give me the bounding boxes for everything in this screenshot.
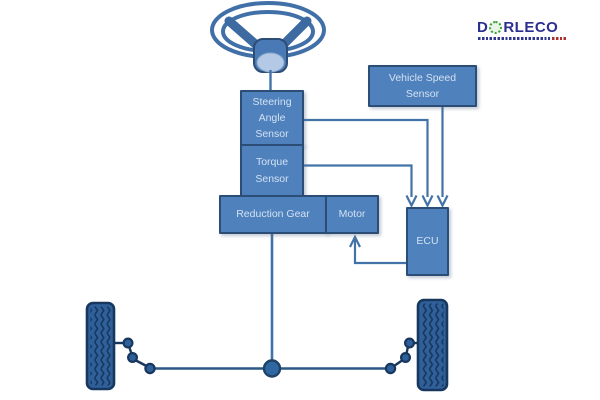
block-motor: Motor xyxy=(325,195,379,234)
arrow-up-icon xyxy=(349,234,361,248)
brand-logo: D RLECO xyxy=(477,20,587,40)
arrow-down-icon xyxy=(436,195,449,208)
right-tire-icon xyxy=(416,298,449,392)
arrow-down-icon xyxy=(405,195,418,208)
right-tie-rod xyxy=(384,337,418,375)
logo-letter-d: D xyxy=(477,19,489,36)
ball-joint-icon xyxy=(144,362,156,375)
tagline-text-strip xyxy=(478,37,550,40)
left-tie-rod xyxy=(114,337,156,375)
block-reduction-gear: Reduction Gear xyxy=(219,195,327,234)
sas-to-ecu-line xyxy=(304,118,434,208)
block-ecu: ECU xyxy=(406,207,449,276)
steering-column-end xyxy=(256,52,285,73)
ecu-to-motor-line xyxy=(349,234,406,265)
logo-tagline xyxy=(478,37,587,40)
block-torque-sensor: Torque Sensor xyxy=(240,144,304,197)
torque-to-ecu-line xyxy=(304,164,418,208)
block-steering-angle-sensor: Steering Angle Sensor xyxy=(240,90,304,146)
logo-letters-rleco: RLECO xyxy=(503,19,559,36)
arrow-down-icon xyxy=(421,195,434,208)
vss-to-ecu-line xyxy=(436,107,449,208)
left-tire-icon xyxy=(85,301,116,391)
block-vehicle-speed-sensor: Vehicle Speed Sensor xyxy=(368,65,477,107)
gear-icon xyxy=(489,21,503,34)
ball-joint-icon xyxy=(127,352,139,364)
ball-joint-icon xyxy=(404,337,416,349)
ball-joint-icon xyxy=(122,337,134,349)
steering-wheel-icon xyxy=(210,1,326,73)
ball-joint-icon xyxy=(400,352,412,364)
tagline-accent-strip xyxy=(552,37,566,40)
rack-pinion-joint-icon xyxy=(262,359,282,378)
ball-joint-icon xyxy=(384,362,397,375)
